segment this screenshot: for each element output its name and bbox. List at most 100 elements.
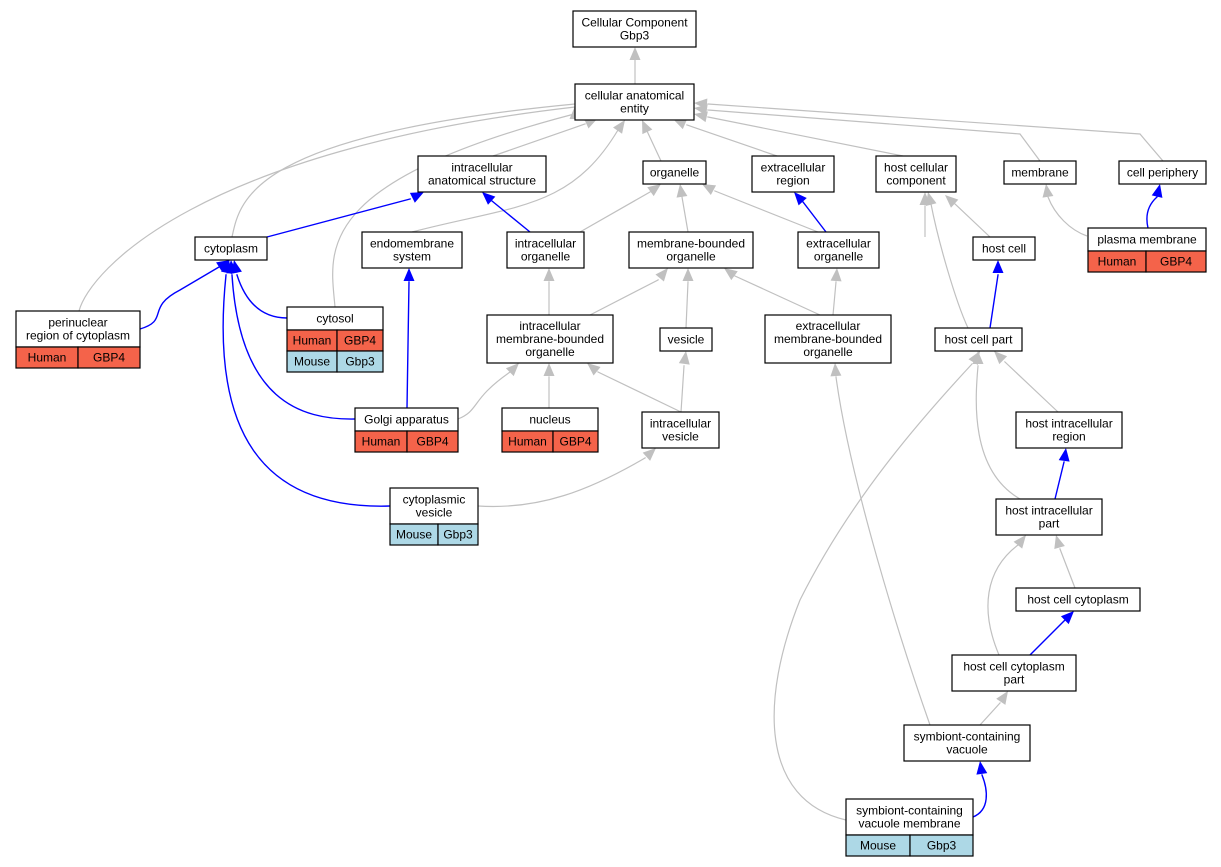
edge-arrowhead-16: [794, 192, 807, 206]
node-box: [1015, 587, 1141, 612]
node-box: [628, 231, 754, 269]
part-of-edge: [972, 774, 987, 818]
edge-arrowhead-45: [830, 363, 842, 377]
gene-cell: [77, 346, 141, 369]
edge-arrowhead-38: [994, 351, 1008, 365]
edge-arrowhead-20: [1151, 184, 1163, 198]
is-a-edge: [686, 124, 778, 157]
node-label-line: region: [1052, 430, 1085, 444]
edge-arrowhead-36: [678, 351, 690, 365]
node-label-line: intracellular: [519, 319, 580, 333]
node-label-line: region: [776, 174, 809, 188]
node-label-line: intracellular: [451, 161, 512, 175]
node-cytoplasm[interactable]: cytoplasm: [194, 236, 268, 261]
edge-arrowhead-24: [221, 260, 232, 274]
edge-arrowhead-31: [992, 260, 1004, 273]
edge-arrowhead-3: [673, 119, 688, 130]
edge-arrowhead-41: [1054, 535, 1065, 550]
is-a-edge: [714, 190, 819, 233]
node-box: [797, 231, 880, 269]
is-a-edge: [492, 123, 586, 157]
node-label-line: host intracellular: [1005, 504, 1092, 518]
is-a-edge: [707, 109, 1041, 162]
node-box: [951, 654, 1077, 692]
edge-arrowhead-37: [642, 448, 656, 461]
node-label-line: cytoplasmic: [403, 493, 466, 507]
node-box: [972, 236, 1036, 261]
part-of-edge: [406, 281, 410, 409]
node-label-line: extracellular: [761, 161, 826, 175]
gene-cell: [909, 834, 974, 857]
node-box: [572, 10, 697, 48]
is-a-edge: [680, 365, 685, 413]
edge-arrowhead-0: [629, 47, 641, 60]
node-label-line: part: [1004, 673, 1025, 687]
edge-arrowhead-12: [482, 192, 496, 205]
node-box: [659, 327, 713, 352]
node-cellper[interactable]: cell periphery: [1118, 160, 1207, 185]
is-a-edge: [707, 103, 1164, 162]
is-a-edge: [589, 279, 659, 316]
node-label-line: host cell: [982, 242, 1026, 256]
node-hcyt[interactable]: host cell cytoplasm: [1015, 587, 1141, 612]
edge-arrowhead-15: [702, 184, 717, 196]
node-label-line: extracellular: [796, 319, 861, 333]
part-of-edge: [266, 198, 412, 238]
node-label-line: cell periphery: [1127, 166, 1198, 180]
node-label-line: membrane-bounded: [637, 237, 745, 251]
node-box: [641, 411, 720, 449]
node-box: [764, 314, 892, 364]
node-vesicle[interactable]: vesicle: [659, 327, 713, 352]
edge-arrowhead-2: [642, 120, 653, 135]
gene-cell: [406, 430, 459, 453]
node-box: [751, 155, 835, 193]
species-label: Human: [362, 435, 401, 449]
edge-arrowhead-19: [1042, 184, 1054, 198]
species-label: Mouse: [860, 839, 896, 853]
part-of-edge: [1146, 196, 1158, 229]
edge-arrowhead-33: [505, 363, 519, 377]
node-box: [574, 83, 695, 121]
part-of-edge: [222, 274, 391, 507]
edge-arrowhead-6: [694, 98, 708, 110]
is-a-edge: [231, 103, 576, 238]
part-of-edge: [491, 200, 531, 233]
gene-label: Gbp3: [927, 839, 957, 853]
node-hcp[interactable]: host cell part: [934, 327, 1023, 352]
node-box: [642, 160, 707, 185]
node-label-line: system: [393, 250, 431, 264]
node-organelle[interactable]: organelle: [642, 160, 707, 185]
node-label-line: host cell part: [944, 333, 1013, 347]
node-hostcell[interactable]: host cell: [972, 236, 1036, 261]
node-box: [875, 155, 957, 193]
node-label-line: cytoplasm: [204, 242, 258, 256]
node-membrane[interactable]: membrane: [1003, 160, 1077, 185]
node-label-line: organelle: [650, 166, 700, 180]
is-a-edge: [411, 129, 619, 233]
edge-arrowhead-47: [976, 761, 988, 775]
